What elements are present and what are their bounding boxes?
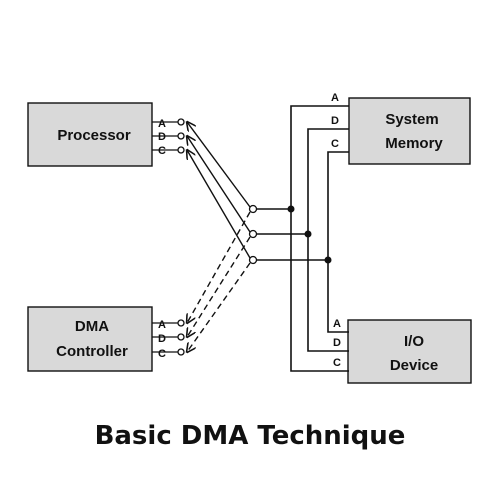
bus-d: [307, 128, 349, 352]
svg-text:D: D: [158, 333, 166, 345]
processor-pins: A D C: [152, 118, 185, 157]
diagram-title: Basic DMA Technique: [94, 421, 406, 451]
svg-text:D: D: [333, 337, 341, 349]
processor-box: [27, 102, 153, 167]
switch-outputs: [257, 208, 328, 261]
io-device-label-line1: I/O: [404, 333, 424, 350]
svg-text:A: A: [158, 118, 166, 130]
svg-text:C: C: [158, 145, 166, 157]
io-device-label-line2: Device: [390, 357, 438, 374]
bus-a: [290, 105, 349, 372]
dma-arrows: [187, 211, 251, 352]
system-memory-box: [348, 97, 471, 165]
memory-bus-labels: A D C: [331, 92, 339, 150]
dma-controller-label-line1: DMA: [75, 318, 109, 335]
io-bus-labels: A D C: [333, 318, 341, 369]
system-memory-label-line1: System: [385, 111, 438, 128]
dma-controller-pins: A D C: [152, 319, 185, 360]
processor-label: Processor: [57, 127, 131, 144]
svg-text:D: D: [331, 115, 339, 127]
bus-c: [327, 151, 349, 333]
processor-arrows: [187, 122, 251, 259]
dma-controller-label-line2: Controller: [56, 343, 128, 360]
svg-text:C: C: [331, 138, 339, 150]
svg-text:A: A: [158, 319, 166, 331]
svg-text:A: A: [331, 92, 339, 104]
svg-text:C: C: [158, 348, 166, 360]
system-memory-label-line2: Memory: [385, 135, 443, 152]
svg-text:C: C: [333, 357, 341, 369]
svg-text:D: D: [158, 131, 166, 143]
svg-text:A: A: [333, 318, 341, 330]
dma-controller-box: [27, 306, 153, 372]
switch-poles: [248, 204, 258, 265]
